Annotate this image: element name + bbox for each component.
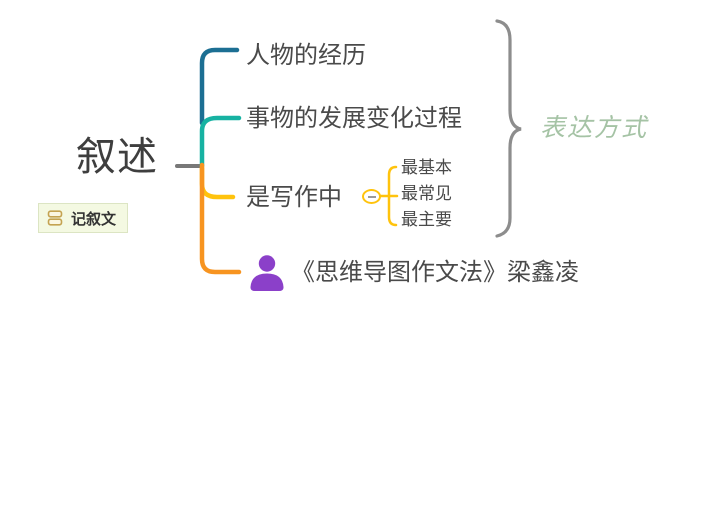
subtopic-zuijiben[interactable]: 最基本 (401, 158, 452, 178)
summary-label[interactable]: 表达方式 (540, 113, 649, 142)
notes-icon (47, 210, 63, 226)
root-topic[interactable]: 叙述 (76, 134, 158, 180)
topic-renwudejingli[interactable]: 人物的经历 (246, 41, 366, 69)
topic-shixiezuozhong[interactable]: 是写作中 (246, 183, 342, 211)
tag-label: 记叙文 (71, 209, 117, 228)
branch-line-3 (199, 165, 236, 200)
branch-line-2 (199, 115, 242, 169)
person-icon[interactable] (248, 254, 286, 292)
tag-box[interactable]: 记叙文 (38, 203, 129, 233)
subbranch-lines (387, 165, 399, 227)
subtopic-zuichangjian[interactable]: 最常见 (401, 184, 452, 204)
branch-line-4 (199, 162, 242, 275)
minus-icon (367, 195, 376, 198)
subtopic-zuizhuyao[interactable]: 最主要 (401, 210, 452, 230)
summary-brace[interactable] (495, 19, 522, 238)
topic-siweidaotu-book[interactable]: 《思维导图作文法》梁鑫凌 (291, 258, 579, 286)
topic-shiwudefazhan[interactable]: 事物的发展变化过程 (246, 104, 462, 132)
collapse-button[interactable] (362, 189, 381, 204)
branch-line-1 (199, 47, 240, 126)
